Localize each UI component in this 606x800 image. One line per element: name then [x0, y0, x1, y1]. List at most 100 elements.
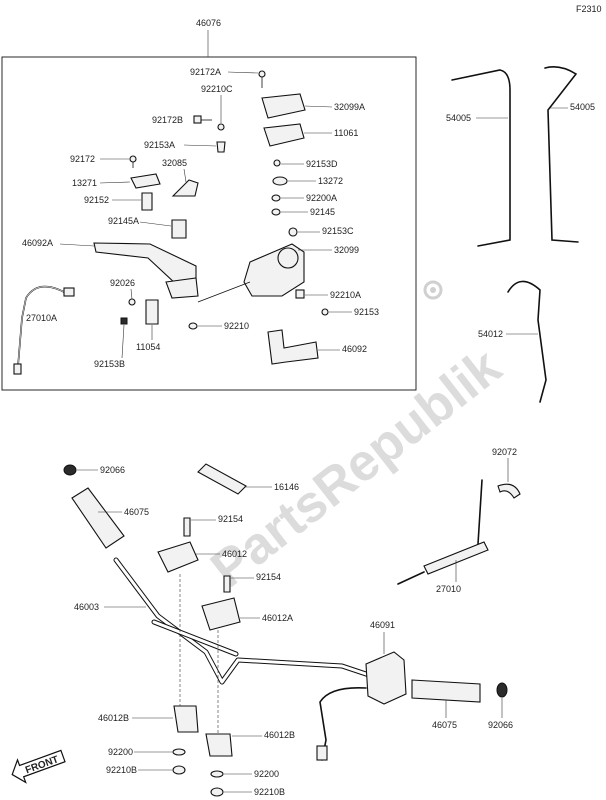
- label-46012B-right: 46012B: [264, 730, 295, 740]
- label-46092: 46092: [342, 344, 367, 354]
- front-arrow-icon: FRONT: [11, 749, 66, 784]
- label-92072: 92072: [492, 447, 517, 457]
- part-46075-grip-left: [71, 487, 125, 549]
- part-92145-spring: [271, 208, 281, 216]
- label-92153: 92153: [354, 307, 379, 317]
- label-13272: 13272: [318, 176, 343, 186]
- part-92145A-spring: [171, 219, 187, 239]
- part-92153D-bolt: [273, 159, 281, 167]
- label-92210: 92210: [224, 321, 249, 331]
- label-92154-lower: 92154: [256, 572, 281, 582]
- label-54005-left: 54005: [446, 113, 471, 123]
- label-46076: 46076: [196, 18, 221, 28]
- part-92172A-screw: [258, 70, 266, 88]
- label-32085: 32085: [162, 158, 187, 168]
- label-46091: 46091: [370, 620, 395, 630]
- switch-cable-connector: [13, 363, 22, 375]
- assembly-box-46076: [1, 56, 417, 391]
- label-32099A: 32099A: [334, 102, 365, 112]
- part-labels: 46076 92172A 92210C 32099A 92172B 11061 …: [22, 18, 595, 797]
- switch-cable-plug: [63, 287, 75, 297]
- part-92153C-bolt: [288, 227, 298, 237]
- label-92200-right: 92200: [254, 769, 279, 779]
- label-46075-right: 46075: [432, 720, 457, 730]
- label-92210B-left: 92210B: [106, 765, 137, 775]
- part-54005-cable-right: [544, 66, 579, 243]
- figure-code: F2310: [576, 4, 602, 14]
- part-54005-cable-left: [451, 69, 511, 247]
- label-46012: 46012: [222, 549, 247, 559]
- label-92153A: 92153A: [144, 140, 175, 150]
- part-92172B-screw: [193, 115, 212, 124]
- part-13272-clamp: [272, 176, 288, 186]
- part-92153-bolt: [321, 308, 329, 316]
- part-92154-bolt-upper: [183, 517, 191, 537]
- switch-housing-wire: [319, 686, 367, 761]
- label-92066-right: 92066: [488, 720, 513, 730]
- label-92026: 92026: [110, 278, 135, 288]
- label-92200A: 92200A: [306, 193, 337, 203]
- label-13271: 13271: [72, 178, 97, 188]
- label-92066-left: 92066: [100, 465, 125, 475]
- label-92154-upper: 92154: [218, 514, 243, 524]
- part-92210C-nut: [217, 123, 225, 131]
- part-92172-screw: [129, 155, 137, 168]
- part-54012-cable: [507, 280, 547, 403]
- part-46012A-clamp: [201, 597, 241, 631]
- part-92152-collar: [141, 192, 153, 211]
- part-92200-washer-left: [172, 748, 186, 756]
- label-92210B-right: 92210B: [254, 787, 285, 797]
- label-92145: 92145: [310, 207, 335, 217]
- label-92200-left: 92200: [108, 747, 133, 757]
- part-92200A-washer: [271, 194, 281, 202]
- part-92072-band: [497, 483, 521, 499]
- part-11054-bracket: [145, 299, 159, 325]
- label-27010: 27010: [436, 584, 461, 594]
- label-46003: 46003: [74, 602, 99, 612]
- part-92153B-bolt: [120, 317, 128, 325]
- part-16146-tube: [197, 463, 247, 495]
- label-92145A: 92145A: [108, 216, 139, 226]
- label-92172B: 92172B: [152, 115, 183, 125]
- master-cylinder-reservoir: [277, 247, 299, 269]
- part-27010A-switch-cable: [17, 285, 67, 367]
- part-92154-bolt-lower: [223, 575, 231, 593]
- label-46012B-left: 46012B: [98, 713, 129, 723]
- part-92066-bar-end-right: [496, 682, 508, 698]
- part-92200-washer-right: [210, 770, 224, 778]
- part-46075-grip-right: [411, 679, 481, 703]
- label-92152: 92152: [84, 195, 109, 205]
- label-92210A: 92210A: [330, 290, 361, 300]
- part-46012-clamp-upper: [157, 541, 199, 573]
- label-92153C: 92153C: [322, 226, 354, 236]
- part-46091-switch-housing: [365, 651, 407, 705]
- part-32099A-cover: [261, 93, 306, 119]
- label-27010A: 27010A: [26, 313, 57, 323]
- lever-pivot: [165, 277, 199, 299]
- part-11061-diaphragm: [263, 123, 305, 147]
- label-92172: 92172: [70, 154, 95, 164]
- pushrod: [197, 281, 251, 303]
- part-92210B-nut-right: [210, 787, 224, 797]
- part-46012B-holder-left: [173, 705, 199, 733]
- switch-assembly-wire: [397, 479, 483, 585]
- part-92210B-nut-left: [172, 765, 186, 775]
- label-92210C: 92210C: [201, 84, 233, 94]
- part-27010-switch-assembly: [423, 541, 489, 575]
- label-92172A: 92172A: [190, 67, 221, 77]
- part-92210-nut: [188, 322, 198, 330]
- label-11061: 11061: [334, 128, 358, 138]
- label-32099: 32099: [334, 245, 359, 255]
- label-54005-right: 54005: [570, 102, 595, 112]
- switch-housing-connector: [316, 745, 328, 761]
- label-92153D: 92153D: [306, 159, 338, 169]
- label-46075-left: 46075: [124, 507, 149, 517]
- part-92153A-bolt: [216, 141, 226, 153]
- label-11054: 11054: [136, 342, 160, 352]
- label-16146: 16146: [274, 482, 299, 492]
- part-92210A-nut: [295, 289, 305, 299]
- part-13271-clamp: [130, 173, 161, 189]
- watermark-gear-icon: [423, 280, 443, 300]
